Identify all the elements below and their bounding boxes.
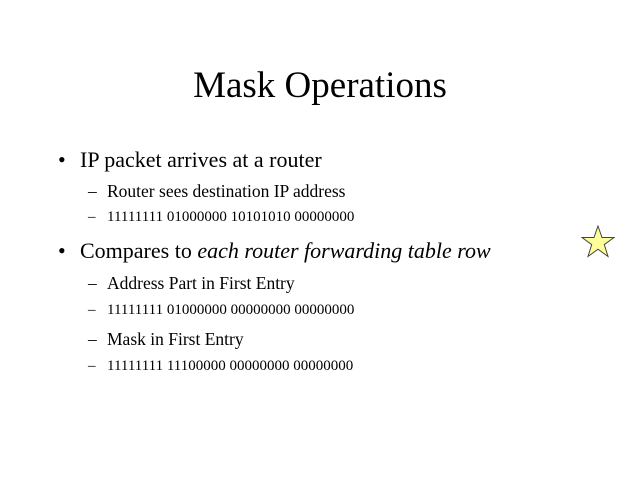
sub-item: –Mask in First Entry [88,328,244,350]
sub-item: –11111111 11100000 00000000 00000000 [88,355,353,377]
dash-glyph: – [88,273,97,293]
dash-glyph: – [88,181,97,201]
bullet-glyph: • [58,238,66,263]
sub-text: Router sees destination IP address [107,181,346,201]
dash-glyph: – [88,302,96,318]
sub-item: –11111111 01000000 00000000 00000000 [88,299,354,321]
bullet-text-italic: each router forwarding table row [197,238,491,263]
binary-address: 11111111 01000000 00000000 00000000 [107,302,355,318]
binary-address: 11111111 01000000 10101010 00000000 [107,209,355,225]
bullet-text: Compares to [80,238,198,263]
sub-text: Address Part in First Entry [107,273,295,293]
sub-item: –Router sees destination IP address [88,180,345,202]
binary-mask: 11111111 11100000 00000000 00000000 [107,358,354,374]
bullet-glyph: • [58,147,66,172]
dash-glyph: – [88,358,96,374]
slide-title: Mask Operations [193,65,447,106]
sub-item: –11111111 01000000 10101010 00000000 [88,206,354,228]
bullet-item: • IP packet arrives at a router [58,147,322,173]
sub-item: –Address Part in First Entry [88,272,295,294]
sub-text: Mask in First Entry [107,329,244,349]
star-icon [581,225,615,258]
bullet-text: IP packet arrives at a router [80,147,322,172]
bullet-item: • Compares to each router forwarding tabl… [58,238,491,264]
dash-glyph: – [88,329,97,349]
dash-glyph: – [88,209,96,225]
